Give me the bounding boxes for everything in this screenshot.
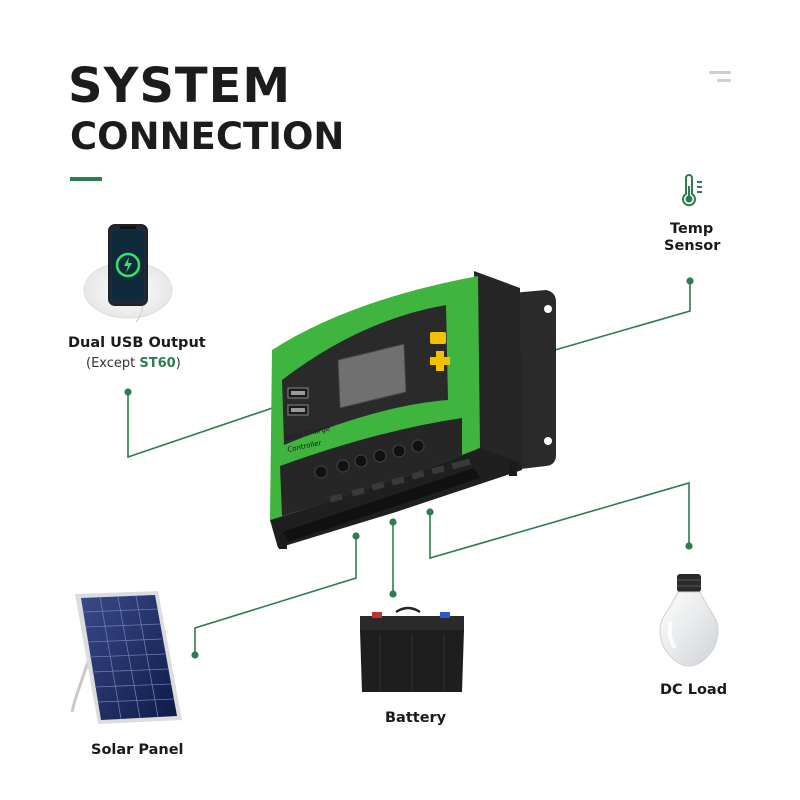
- page-subtitle: CONNECTION: [70, 115, 345, 158]
- dc-load-label: DC Load: [660, 682, 728, 698]
- thermometer-icon: [682, 174, 702, 207]
- accent-bar: [70, 177, 102, 181]
- usb-label: Dual USB Output: [68, 335, 206, 351]
- temp-sensor-label-line1: Temp: [670, 221, 714, 237]
- page-title: SYSTEM: [68, 58, 292, 114]
- light-bulb-illustration: [659, 574, 719, 667]
- usb-note-model: ST60: [139, 356, 176, 371]
- menu-icon[interactable]: [707, 71, 731, 85]
- solar-connection-line: [194, 536, 357, 655]
- usb-note: (Except ST60): [86, 356, 181, 371]
- control-buttons: [430, 332, 450, 371]
- phone-illustration: [83, 224, 173, 323]
- usb-ports: [287, 387, 309, 416]
- temp-sensor-label-line2: Sensor: [664, 238, 721, 254]
- solar-panel-label: Solar Panel: [91, 742, 184, 758]
- usb-connection-line: [127, 392, 291, 459]
- solar-charge-controller: Solar Charge Controller: [270, 271, 556, 549]
- load-connection-line: [429, 481, 690, 560]
- solar-panel-illustration: [70, 591, 182, 724]
- battery-label: Battery: [385, 710, 447, 726]
- battery-illustration: [360, 606, 464, 692]
